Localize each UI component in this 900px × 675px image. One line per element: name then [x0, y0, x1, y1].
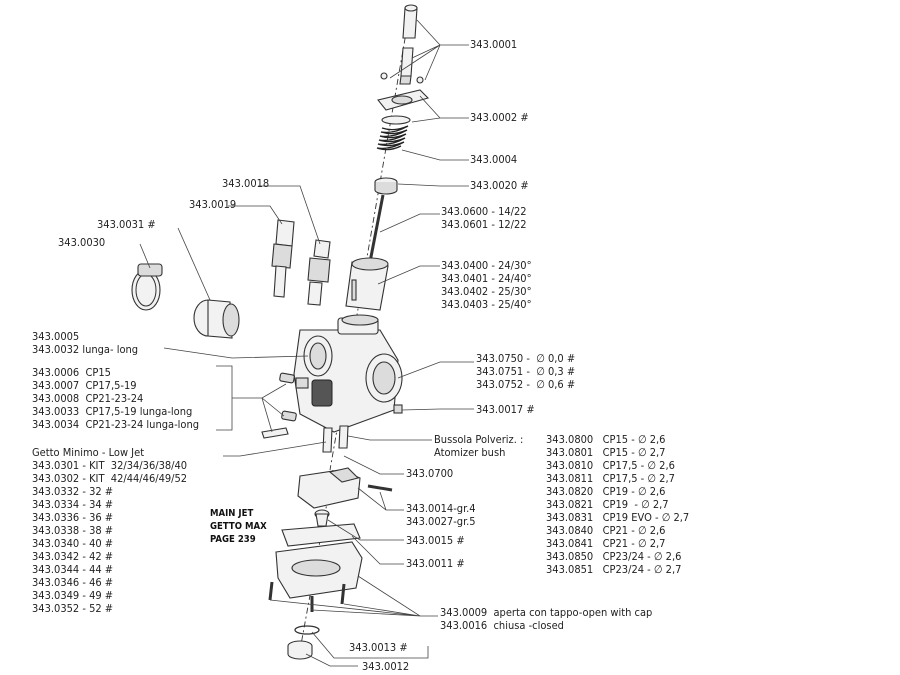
carburetor-body: [293, 314, 403, 433]
label-needle-block: 343.0600 - 14/22 343.0601 - 12/22: [441, 205, 527, 231]
label-343-0005-block: 343.0005 343.0032 lunga- long: [32, 330, 139, 356]
leader-lines: [139, 19, 474, 667]
idle-screw-part: [271, 219, 295, 298]
label-343-0750-block: 343.0750 - ∅ 0,0 # 343.0751 - ∅ 0,3 # 34…: [476, 352, 576, 391]
label-343-0001: 343.0001: [470, 38, 518, 51]
label-343-0014-block: 343.0014-gr.4 343.0027-gr.5: [406, 502, 476, 528]
label-343-0011: 343.0011 #: [406, 557, 465, 570]
label-343-0015: 343.0015 #: [406, 534, 465, 547]
atomizer-table: 343.0800 CP15 - ∅ 2,6 343.0801 CP15 - ∅ …: [546, 433, 690, 576]
label-343-0012: 343.0012: [362, 660, 410, 673]
label-343-0009-block: 343.0009 aperta con tappo-open with cap …: [440, 606, 653, 632]
label-343-0031: 343.0031 #: [97, 218, 156, 231]
label-bussola-block: Bussola Polveriz. : Atomizer bush: [434, 433, 524, 459]
float-bowl-part: [268, 541, 363, 612]
cover-cap-part: [377, 89, 430, 125]
bowl-gasket-part: [281, 523, 361, 547]
drain-plug-part: [287, 640, 313, 660]
label-343-0030: 343.0030: [58, 236, 106, 249]
intake-sleeve-part: [193, 299, 240, 339]
atomizer-parts: [322, 425, 349, 453]
hose-clamp-part: [131, 263, 163, 311]
float-needle-part: [314, 509, 330, 527]
label-343-0700: 343.0700: [406, 467, 454, 480]
float-part: [297, 467, 393, 509]
label-343-0004: 343.0004: [470, 153, 518, 166]
top-adjuster-part: [380, 4, 424, 85]
needle-part: [368, 194, 385, 263]
label-343-0013: 343.0013 #: [349, 641, 408, 654]
choke-plunger-part: [307, 239, 331, 306]
label-cp-block: 343.0006 CP15 343.0007 CP17,5-19 343.000…: [32, 366, 200, 431]
assembly-axis: [329, 9, 411, 471]
label-343-0020: 343.0020 #: [470, 179, 529, 192]
label-slide-block: 343.0400 - 24/30° 343.0401 - 24/40° 343.…: [441, 259, 532, 311]
label-343-0018: 343.0018: [222, 177, 270, 190]
pilot-screws: [261, 372, 403, 439]
slide-valve-part: [345, 257, 389, 311]
o-ring-part: [294, 625, 320, 635]
label-343-0002: 343.0002 #: [470, 111, 529, 124]
spring-part: [376, 125, 409, 151]
main-jet-note: MAIN JET GETTO MAX PAGE 239: [210, 508, 267, 545]
label-343-0017: 343.0017 #: [476, 403, 535, 416]
needle-retainer-part: [374, 177, 398, 195]
label-low-jet-block: Getto Minimo - Low Jet 343.0301 - KIT 32…: [32, 446, 188, 615]
label-343-0019: 343.0019: [189, 198, 237, 211]
